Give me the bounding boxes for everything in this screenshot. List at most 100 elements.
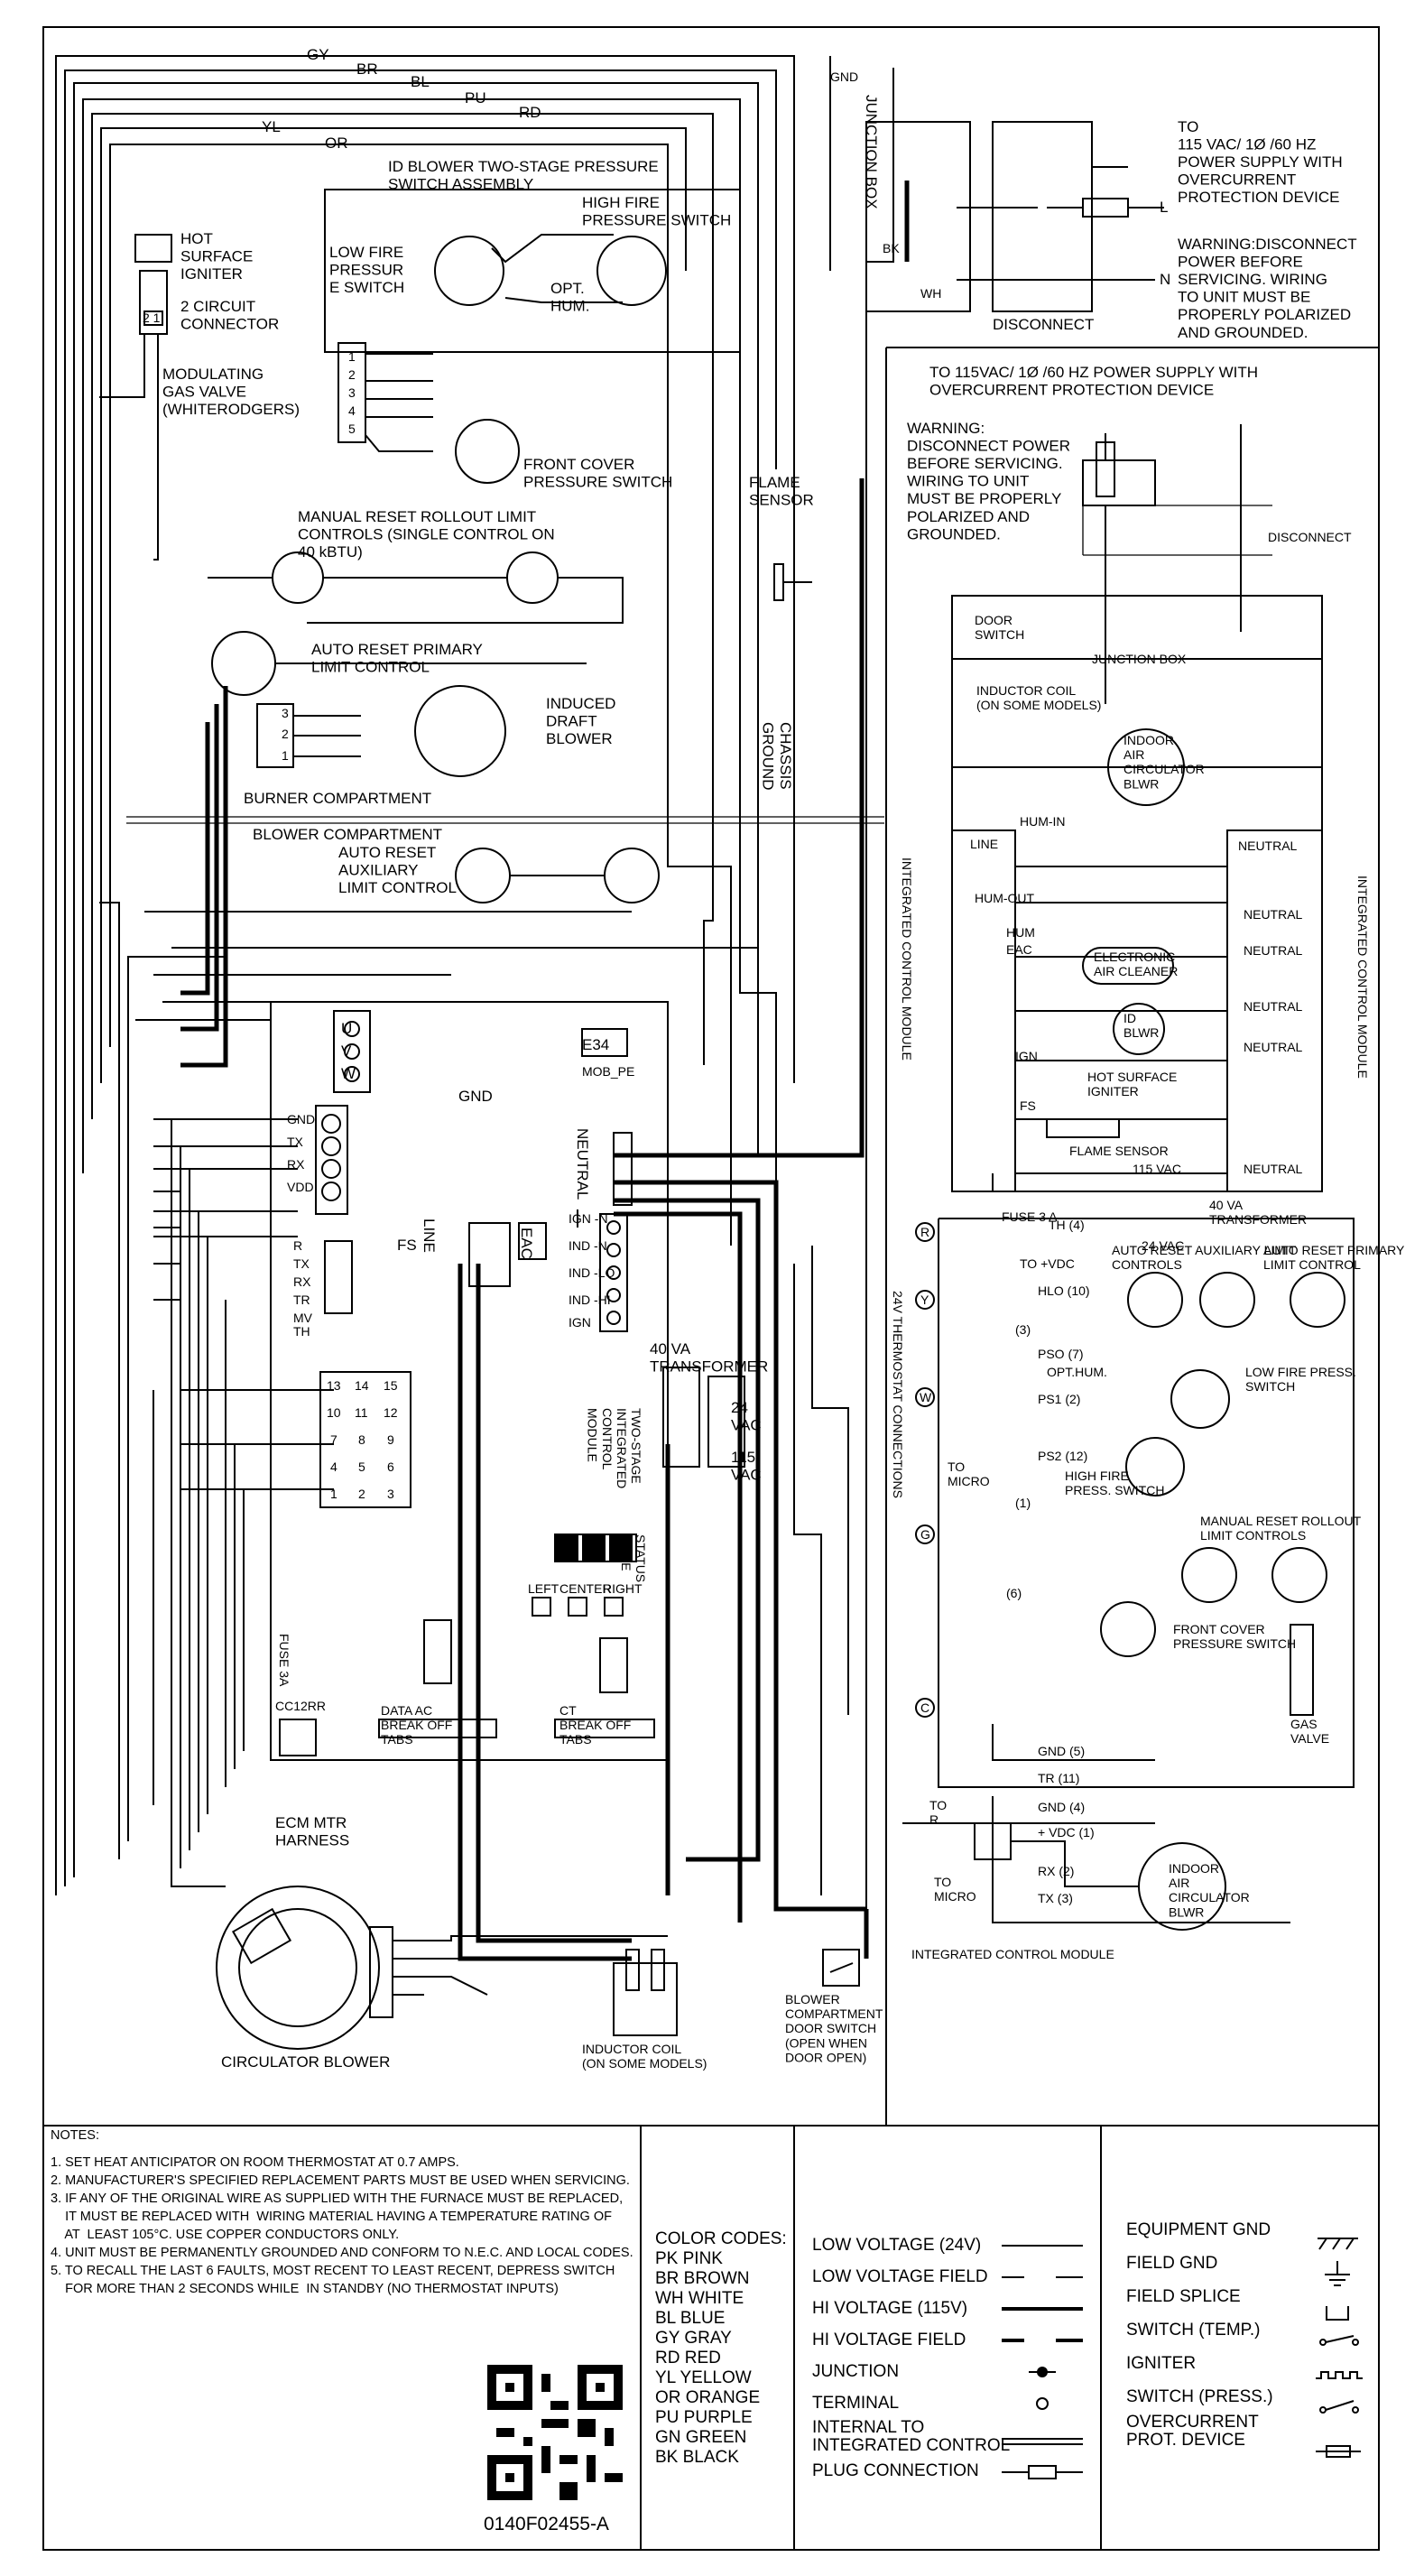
- legend-field-splice: FIELD SPLICE: [1126, 2287, 1241, 2306]
- wire-label-br: BR: [356, 60, 378, 78]
- mob-pe-label: MOB_PE: [582, 1064, 634, 1079]
- circulator-blower: [216, 1886, 668, 2050]
- legend-hi-voltage-field: HI VOLTAGE FIELD: [812, 2330, 966, 2349]
- hum-in-label: HUM-IN: [1020, 814, 1066, 829]
- term-c: C: [920, 1700, 929, 1715]
- inductor-coil-label: INDUCTOR COIL(ON SOME MODELS): [582, 2042, 707, 2071]
- wire-label-gy: GY: [307, 46, 329, 63]
- pin-3: 3: [387, 1487, 394, 1501]
- pin-13: 13: [327, 1378, 341, 1393]
- svg-text:2: 2: [282, 727, 289, 741]
- circulator-blower-label: CIRCULATOR BLOWER: [221, 2053, 390, 2071]
- pin-8: 8: [358, 1432, 365, 1447]
- aux-limit-controls: [455, 848, 660, 903]
- term-y: Y: [920, 1293, 929, 1307]
- rollout-limit-controls: [208, 551, 624, 624]
- hot-surface-igniter-assy: 2 1: [99, 234, 172, 561]
- cc12rr-label: CC12RR: [275, 1699, 326, 1713]
- right-schematic: [902, 424, 1355, 1931]
- right-junction-box: JUNCTION BOX: [1092, 652, 1187, 666]
- opt-hum-right: OPT.HUM.: [1047, 1365, 1107, 1379]
- to-vdc-label: TO +VDC: [1020, 1256, 1075, 1271]
- flame-sensor-right-label: FLAME SENSOR: [1069, 1144, 1169, 1158]
- color-code-bk: BK BLACK: [655, 2448, 739, 2467]
- legend-switch-press: SWITCH (PRESS.): [1126, 2387, 1273, 2406]
- id-blower-switch-assembly: [324, 189, 741, 353]
- color-code-gy: GY GRAY: [655, 2329, 732, 2348]
- pin-14: 14: [355, 1378, 369, 1393]
- gnd4-label: GND (4): [1038, 1800, 1085, 1814]
- svg-text:2: 2: [348, 367, 356, 382]
- board-wires: [180, 478, 869, 1961]
- module-label: TWO-STAGEINTEGRATEDCONTROLMODULE: [586, 1408, 643, 1488]
- blower-compartment-label: BLOWER COMPARTMENT: [253, 826, 442, 843]
- pin-5: 5: [358, 1459, 365, 1474]
- ign-right-label: IGN: [1015, 1049, 1038, 1063]
- color-code-rd: RD RED: [655, 2349, 721, 2368]
- inductor-coil: [613, 1949, 678, 2036]
- thermo-r: R: [293, 1238, 302, 1253]
- gnd5-label: GND (5): [1038, 1744, 1085, 1758]
- legend-switch-temp: SWITCH (TEMP.): [1126, 2321, 1261, 2340]
- document-number: 0140F02455-A: [484, 2514, 609, 2534]
- color-code-or: OR ORANGE: [655, 2388, 761, 2407]
- wire-label-or: OR: [325, 134, 348, 152]
- pin-15: 15: [384, 1378, 398, 1393]
- btn-center-label: CENTER: [559, 1581, 612, 1596]
- burner-compartment-label: BURNER COMPARTMENT: [244, 790, 431, 807]
- right-disconnect-label: DISCONNECT: [1268, 530, 1352, 544]
- junction-box-label: JUNCTION BOX: [863, 95, 880, 209]
- vac115-right-label: 115 VAC: [1133, 1162, 1181, 1176]
- ps2-label: PS2 (12): [1038, 1449, 1087, 1463]
- opt-hum-label: OPT.HUM.: [550, 280, 589, 315]
- device-legend: EQUIPMENT GND FIELD GND FIELD SPLICE SWI…: [1126, 2213, 1334, 2450]
- legend-field-gnd: FIELD GND: [1126, 2254, 1218, 2273]
- notes-title: NOTES:: [51, 2128, 99, 2143]
- board-fuse-label: FUSE 3A: [277, 1634, 291, 1687]
- comm-vdd: VDD: [287, 1180, 314, 1194]
- color-code-gn: GN GREEN: [655, 2428, 747, 2447]
- wire-label-rd: RD: [519, 104, 541, 121]
- svg-text:1: 1: [348, 349, 356, 364]
- tx3-label: TX (3): [1038, 1891, 1073, 1905]
- icm-right-label: INTEGRATED CONTROL MODULE: [1355, 876, 1370, 1079]
- qr-code: [487, 2365, 623, 2500]
- plug-pins: 13 14 15 10 11 12 7 8 9 4 5 6 1 2 3: [327, 1378, 398, 1501]
- pin-10: 10: [327, 1405, 341, 1420]
- svg-text:2 1: 2 1: [143, 310, 161, 325]
- eac-right-label: EAC: [1006, 942, 1032, 957]
- status-display: [555, 1534, 633, 1561]
- ind-lo-label: IND -LO: [569, 1265, 615, 1280]
- bk-top-label: BK: [883, 241, 900, 255]
- note-1: 1. SET HEAT ANTICIPATOR ON ROOM THERMOST…: [51, 2155, 459, 2170]
- note-2: 2. MANUFACTURER'S SPECIFIED REPLACEMENT …: [51, 2173, 630, 2188]
- pin-6: 6: [387, 1459, 394, 1474]
- legend-overcurrent: OVERCURRENT PROT. DEVICE: [1126, 2413, 1259, 2450]
- legend-low-voltage: LOW VOLTAGE (24V): [812, 2236, 982, 2255]
- legend-low-voltage-field: LOW VOLTAGE FIELD: [812, 2267, 988, 2286]
- fuse-right-label: FUSE 3 A: [1002, 1209, 1058, 1224]
- color-codes-title: COLOR CODES:: [655, 2229, 787, 2248]
- six-label: (6): [1006, 1586, 1022, 1600]
- color-code-wh: WH WHITE: [655, 2289, 744, 2308]
- wire-legend-symbols: [1002, 2245, 1083, 2479]
- flame-sensor-rod: [773, 563, 812, 601]
- eac-label: EAC: [518, 1228, 535, 1259]
- btn-right-label: RIGHT: [603, 1581, 643, 1596]
- neutral-1: NEUTRAL: [1238, 839, 1298, 853]
- hlo-label: HLO (10): [1038, 1283, 1090, 1298]
- svg-text:4: 4: [348, 403, 356, 418]
